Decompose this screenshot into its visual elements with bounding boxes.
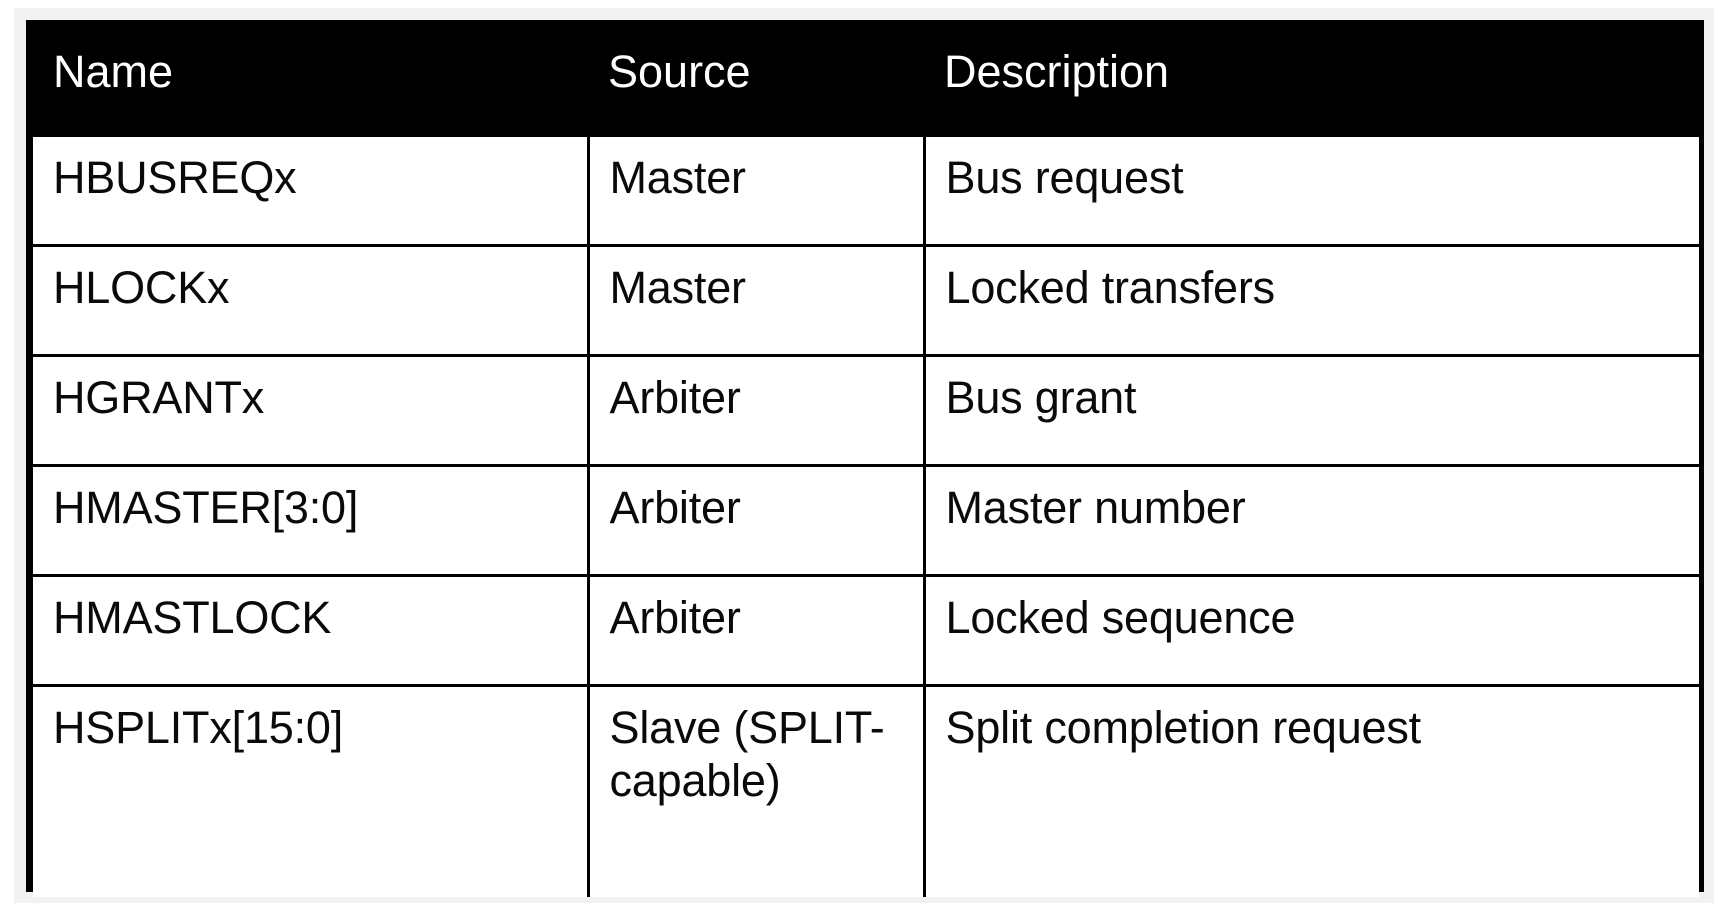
table-header-row: Name Source Description (33, 27, 1699, 135)
cell-signal-name: HSPLITx[15:0] (33, 683, 590, 897)
column-header-source: Source (588, 27, 924, 135)
cell-signal-name: HLOCKx (33, 243, 590, 355)
table-row: HMASTLOCK Arbiter Locked sequence (33, 573, 1699, 685)
table-row: HGRANTx Arbiter Bus grant (33, 353, 1699, 465)
signals-table-container: Name Source Description HBUSREQx Master … (26, 20, 1704, 897)
cell-signal-name: HGRANTx (33, 353, 590, 465)
cell-signal-description: Locked sequence (924, 573, 1699, 685)
cell-signal-description: Bus grant (924, 353, 1699, 465)
signals-table: Name Source Description HBUSREQx Master … (33, 27, 1699, 897)
table-row: HLOCKx Master Locked transfers (33, 243, 1699, 355)
table-header: Name Source Description (33, 27, 1699, 135)
cell-signal-source-line-2: capable) (609, 754, 781, 806)
table-body: HBUSREQx Master Bus request HLOCKx Maste… (33, 133, 1699, 897)
table-row: HSPLITx[15:0] Slave (SPLIT- capable) Spl… (33, 683, 1699, 897)
cell-signal-source-line-1: Slave (SPLIT- (609, 701, 885, 753)
cell-signal-source: Master (588, 133, 926, 245)
table-row: HMASTER[3:0] Arbiter Master number (33, 463, 1699, 575)
cell-signal-description: Master number (924, 463, 1699, 575)
cell-signal-source: Arbiter (588, 463, 926, 575)
cell-signal-name: HMASTER[3:0] (33, 463, 590, 575)
table-row: HBUSREQx Master Bus request (33, 133, 1699, 245)
cell-signal-source: Master (588, 243, 926, 355)
cell-signal-description: Locked transfers (924, 243, 1699, 355)
cell-signal-name: HMASTLOCK (33, 573, 590, 685)
cell-signal-description: Bus request (924, 133, 1699, 245)
column-header-description: Description (924, 27, 1699, 135)
column-header-name: Name (33, 27, 588, 135)
cell-signal-source: Slave (SPLIT- capable) (588, 683, 926, 897)
cell-signal-name: HBUSREQx (33, 133, 590, 245)
cell-signal-source: Arbiter (588, 353, 926, 465)
cell-signal-description: Split completion request (924, 683, 1699, 897)
cell-signal-source: Arbiter (588, 573, 926, 685)
